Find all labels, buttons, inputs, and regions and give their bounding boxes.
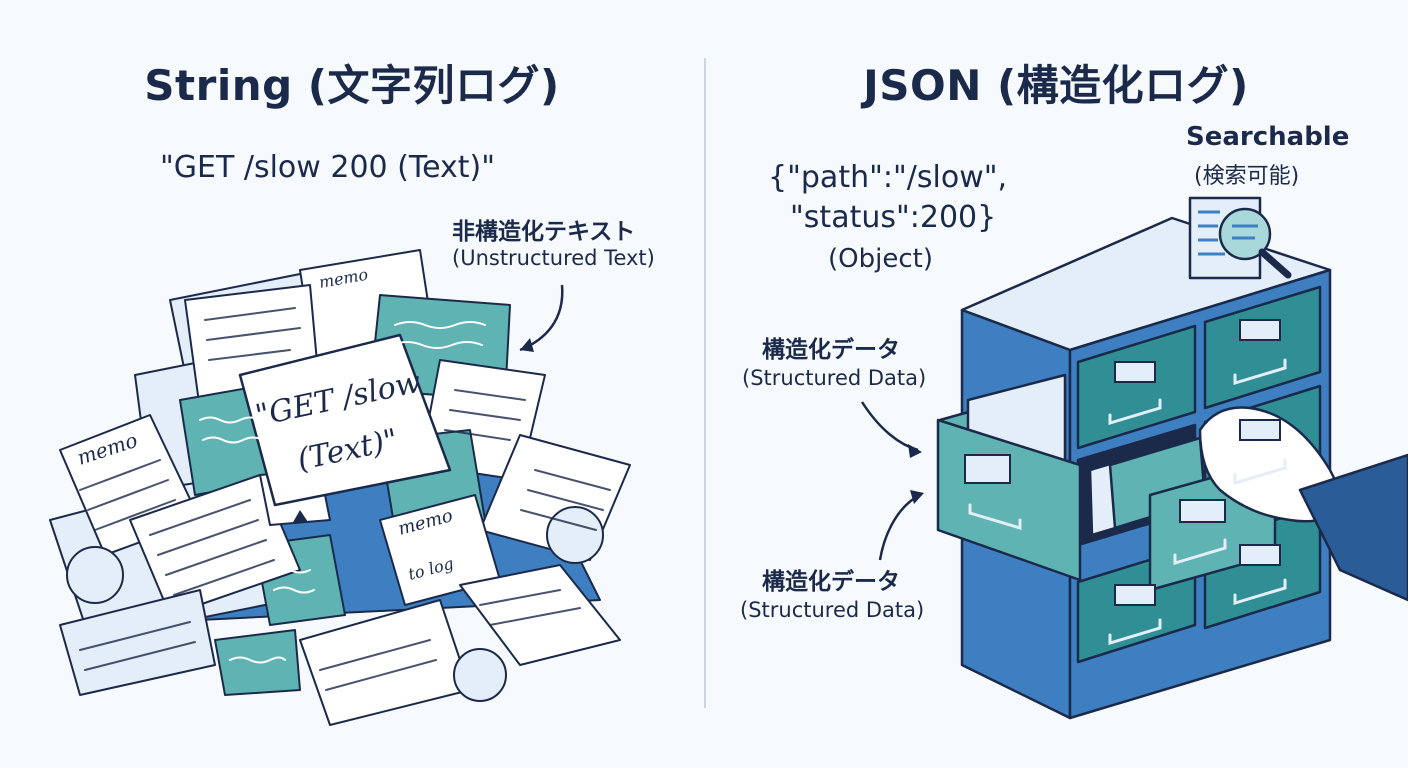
main-paper <box>238 333 452 507</box>
unstructured-text-label-en: (Unstructured Text) <box>452 246 655 270</box>
searchable-label-jp: (検索可能) <box>1194 164 1300 189</box>
panel-divider <box>704 58 706 708</box>
paper-pile-illustration: "GET /slow (Text)" memo memo memo to log <box>49 249 631 726</box>
json-log-title: JSON (構造化ログ) <box>863 61 1249 110</box>
json-log-panel: JSON (構造化ログ) {"path":"/slow", "status":2… <box>704 0 1408 768</box>
string-log-line: "GET /slow 200 (Text)" <box>160 150 496 185</box>
json-log-line-1: {"path":"/slow", <box>768 160 1008 195</box>
structured-data-label-2-en: (Structured Data) <box>740 598 925 622</box>
unstructured-text-label-jp: 非構造化テキスト <box>452 219 636 245</box>
string-log-panel: String (文字列ログ) "GET /slow 200 (Text)" 非構… <box>144 61 655 270</box>
searchable-label-en: Searchable <box>1186 122 1350 152</box>
json-log-line-2: "status":200} <box>790 200 997 235</box>
json-object-label: (Object) <box>828 244 933 274</box>
structured-data-label-1-jp: 構造化データ <box>762 337 900 363</box>
string-log-title: String (文字列ログ) <box>144 61 560 110</box>
structured-data-label-1-en: (Structured Data) <box>742 366 927 390</box>
unstructured-callout-arrow <box>519 284 564 352</box>
structured-data-label-2-jp: 構造化データ <box>762 569 900 595</box>
